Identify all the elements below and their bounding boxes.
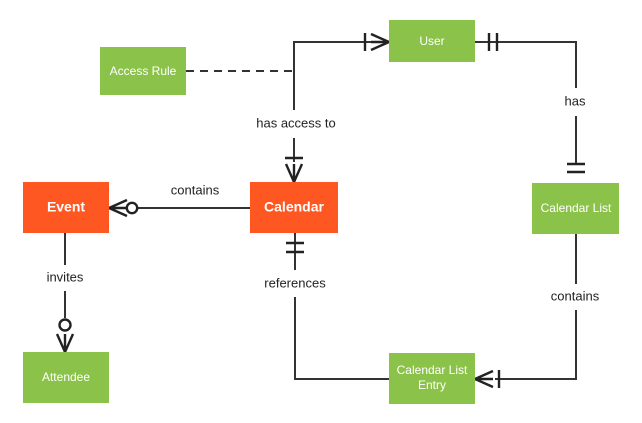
connector-calendar-list-contains-bottom — [495, 310, 577, 380]
relationship-label-has: has — [565, 93, 586, 108]
entity-user-rect[interactable] — [389, 20, 475, 62]
entity-calendar-list-entry[interactable]: Calendar List Entry — [389, 353, 475, 404]
connector-calendar-references-bottom — [294, 297, 389, 380]
entity-event-rect[interactable] — [23, 182, 109, 233]
cardinality-attendee-zero-or-many — [55, 318, 75, 353]
entity-attendee-label: Attendee — [42, 370, 90, 384]
relationship-label-references: references — [264, 275, 326, 290]
cardinality-entry-many — [474, 369, 501, 389]
entity-calendar-label: Calendar — [264, 199, 324, 215]
cardinality-event-zero-or-many — [108, 198, 139, 218]
relationship-label-invites: invites — [47, 269, 84, 284]
entity-access-rule[interactable]: Access Rule — [100, 47, 186, 95]
entity-access-rule-rect[interactable] — [100, 47, 186, 95]
connector-user-to-calendar-top — [293, 41, 389, 110]
relationship-label-contains-event-calendar: contains — [171, 182, 220, 197]
entity-attendee-rect[interactable] — [23, 352, 109, 403]
entity-user-label: User — [419, 34, 444, 48]
cardinality-calendar-list-one — [567, 162, 585, 174]
relationship-label-contains-list-entry: contains — [551, 288, 600, 303]
cardinality-user-many — [363, 32, 390, 52]
entity-calendar-rect[interactable] — [250, 182, 338, 233]
entity-calendar-list[interactable]: Calendar List — [532, 183, 619, 234]
entity-event-label: Event — [47, 199, 85, 215]
entity-calendar-list-entry-rect[interactable] — [389, 353, 475, 404]
entity-calendar-list-entry-label-line1: Calendar List — [397, 363, 468, 377]
relationship-label-has-access-to: has access to — [256, 115, 336, 130]
entity-attendee[interactable]: Attendee — [23, 352, 109, 403]
entity-calendar-list-entry-label-line2: Entry — [418, 378, 446, 392]
cardinality-calendar-many-top — [284, 156, 304, 183]
cardinality-user-one — [487, 33, 499, 51]
entity-user[interactable]: User — [389, 20, 475, 62]
entity-calendar[interactable]: Calendar — [250, 182, 338, 233]
entity-access-rule-label: Access Rule — [110, 64, 177, 78]
entity-calendar-list-label: Calendar List — [541, 201, 612, 215]
connector-user-to-calendar-list-top — [475, 41, 577, 88]
cardinality-calendar-one-bottom — [286, 241, 304, 254]
entity-calendar-list-rect[interactable] — [532, 183, 619, 234]
entity-event[interactable]: Event — [23, 182, 109, 233]
